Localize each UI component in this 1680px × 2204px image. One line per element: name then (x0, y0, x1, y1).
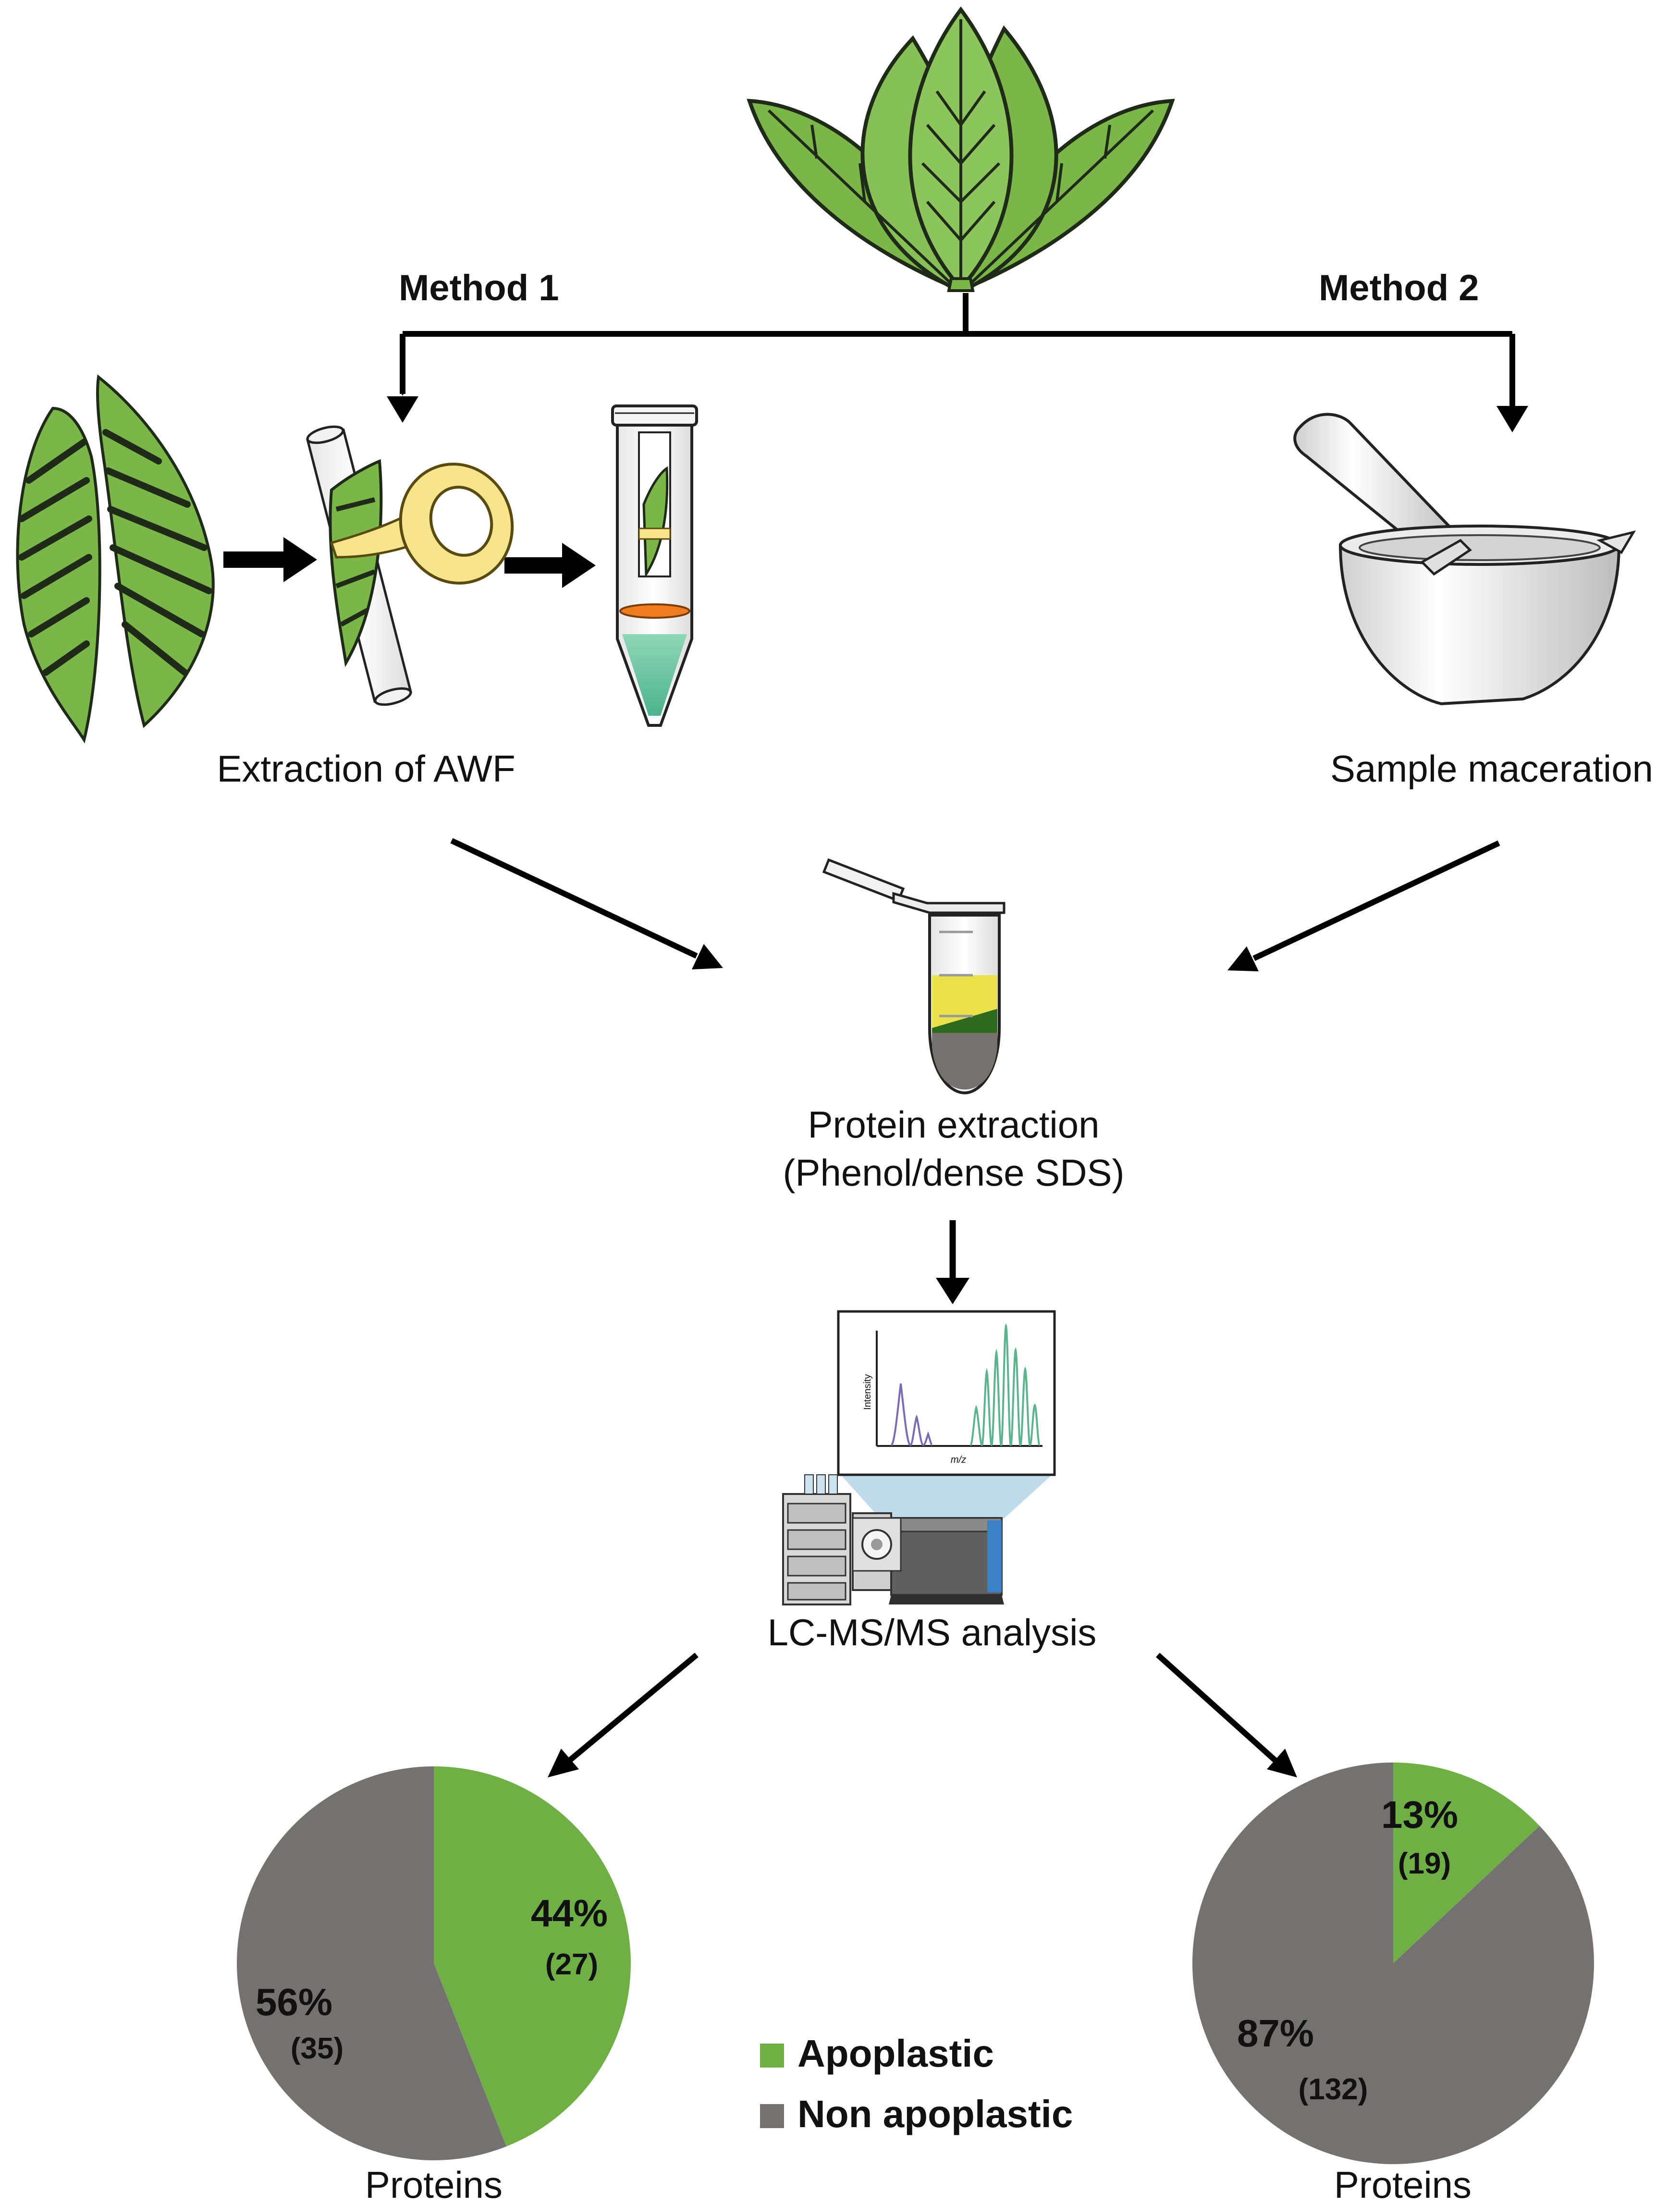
lcms-instrument-icon (782, 1474, 1004, 1605)
rod-with-leaf-icon (306, 425, 514, 706)
pie-chart-method2: 13% (19) 87% (132) (1192, 1763, 1594, 2164)
pie-count-label: (19) (1398, 1847, 1451, 1880)
block-arrow-1 (223, 537, 317, 582)
mass-spectrum-panel: Intensity m/z (837, 1310, 1056, 1523)
eppendorf-tube-icon (822, 858, 1006, 1095)
pie-slice-apoplastic (1393, 1763, 1540, 1963)
pie-percent-label: 13% (1381, 1793, 1458, 1836)
pie-right-caption: Proteins (1334, 2164, 1472, 2204)
pie-slice-non-apoplastic (237, 1766, 506, 2160)
legend-label-apoplastic: Apoplastic (797, 2032, 994, 2075)
method2-label: Method 2 (1319, 268, 1479, 308)
pie-slice-non-apoplastic (1192, 1763, 1594, 2164)
arrowhead-right-diag (1227, 946, 1259, 971)
arrowhead-left-diag (692, 944, 723, 969)
maceration-label: Sample maceration (1330, 747, 1653, 790)
pie-count-label: (132) (1299, 2073, 1368, 2106)
protein-extraction-label: Protein extraction (808, 1103, 1100, 1146)
pie-percent-label: 56% (256, 1981, 332, 2023)
legend-swatch-non-apoplastic (760, 2104, 784, 2128)
branch-connector (400, 293, 1515, 415)
pie-percent-label: 44% (531, 1892, 608, 1935)
legend: Apoplastic Non apoplastic (760, 2032, 1073, 2135)
legend-swatch-apoplastic (760, 2044, 784, 2068)
method1-arrowhead (387, 396, 418, 423)
arrowhead-right-pie (1267, 1749, 1297, 1777)
cut-leaf-icon (16, 374, 215, 744)
protein-extraction-sublabel: (Phenol/dense SDS) (783, 1151, 1124, 1194)
plant-leaves-icon (747, 6, 1175, 292)
method2-arrowhead (1496, 406, 1528, 432)
arrowhead-left-pie (548, 1749, 579, 1777)
lcms-label: LC-MS/MS analysis (768, 1611, 1097, 1653)
mortar-pestle-icon (1293, 413, 1636, 706)
legend-label-non-apoplastic: Non apoplastic (797, 2093, 1073, 2135)
block-arrow-2 (504, 543, 596, 588)
pie-slice-apoplastic (434, 1766, 631, 2147)
pie-count-label: (27) (545, 1948, 598, 1981)
down-arrow-head (936, 1278, 969, 1304)
spectrum-xlabel: m/z (951, 1455, 966, 1465)
centrifuge-tube-icon (611, 404, 698, 727)
pie-left-caption: Proteins (365, 2164, 503, 2204)
awf-extraction-label: Extraction of AWF (217, 747, 515, 790)
spectrum-ylabel: Intensity (862, 1374, 873, 1410)
method1-label: Method 1 (399, 268, 559, 308)
converging-arrows (450, 838, 1500, 961)
pie-chart-method1: 44% (27) 56% (35) (237, 1766, 631, 2160)
pie-percent-label: 87% (1237, 2012, 1314, 2055)
diverging-arrows (567, 1653, 1278, 1763)
pie-count-label: (35) (291, 2032, 343, 2065)
